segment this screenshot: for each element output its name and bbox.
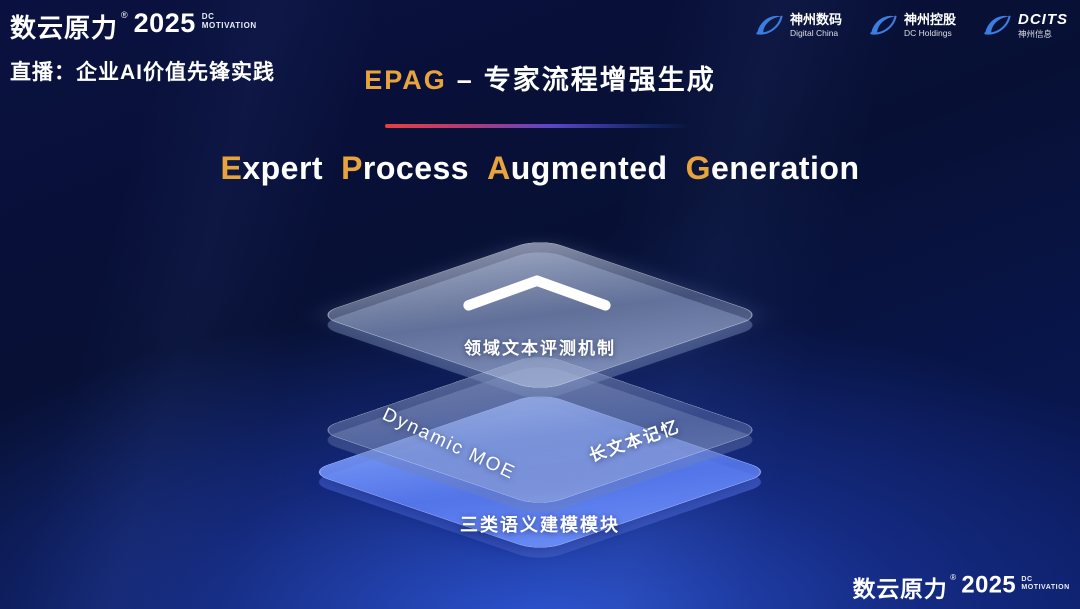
bottom-layer-label: 三类语义建模模块 — [460, 515, 620, 535]
partner-subtitle: Digital China — [789, 27, 839, 38]
page-title-zh: 专家流程增强生成 — [483, 65, 716, 95]
chevron-up-icon — [463, 275, 611, 311]
partner-subtitle: DC Holdings — [903, 27, 952, 38]
digital-china-swoosh-icon — [756, 15, 783, 35]
brand-name: 数云原力 — [852, 575, 948, 603]
partner-name: 神州控股 — [903, 12, 956, 28]
partner-name: 神州数码 — [789, 12, 842, 28]
brand-registered-mark: ® — [950, 573, 957, 582]
partner-dcits: DCITS 神州信息 — [982, 10, 1068, 40]
brand-registered-mark: ® — [121, 10, 128, 20]
headline-rest: eneration — [710, 150, 860, 186]
dc-holdings-swoosh-icon — [870, 15, 897, 35]
page-title-separator: – — [456, 65, 474, 95]
headline-word: Process — [341, 150, 469, 186]
title-underline-gradient — [385, 124, 690, 128]
partner-subtitle: 神州信息 — [1018, 28, 1053, 39]
headline-word: Expert — [220, 150, 323, 186]
headline-word: Generation — [686, 150, 860, 186]
brand-year: 2025 — [133, 8, 196, 38]
partner-text: 神州控股 DC Holdings — [904, 12, 956, 38]
partner-text: DCITS 神州信息 — [1018, 11, 1068, 39]
page-title-en: EPAG — [364, 65, 447, 95]
brand-subtitle-bottom: MOTIVATION — [201, 21, 257, 31]
headline-initial: A — [487, 150, 511, 186]
headline-initial: P — [341, 150, 363, 186]
brand-subtitle-top: DC — [1021, 574, 1033, 583]
layer-face — [315, 238, 765, 392]
page-title: EPAG–专家流程增强生成 — [364, 58, 716, 97]
headline-initial: E — [220, 150, 243, 186]
headline-rest: xpert — [242, 150, 324, 186]
partner-logos: 神州数码 Digital China 神州控股 DC Holdings DCIT… — [754, 10, 1068, 40]
partner-dc-holdings: 神州控股 DC Holdings — [868, 10, 956, 40]
brand-subtitle: DC MOTIVATION — [202, 12, 257, 30]
brand-subtitle: DC MOTIVATION — [1022, 575, 1070, 591]
headline-word: Augmented — [487, 150, 668, 186]
partner-text: 神州数码 Digital China — [790, 12, 842, 38]
dcits-swoosh-icon — [984, 15, 1011, 35]
brand-subtitle-bottom: MOTIVATION — [1021, 583, 1070, 591]
partner-digital-china: 神州数码 Digital China — [754, 10, 842, 40]
brand-year: 2025 — [961, 571, 1017, 598]
brand-name: 数云原力 — [10, 13, 119, 43]
headline-rest: rocess — [362, 150, 470, 186]
brand-subtitle-top: DC — [201, 12, 215, 21]
partner-name: DCITS — [1018, 10, 1068, 28]
headline-rest: ugmented — [510, 150, 668, 186]
brand-logo-bottom-right: 数云原力 ® 2025 DC MOTIVATION — [853, 571, 1070, 604]
top-layer-label: 领域文本评测机制 — [464, 339, 616, 358]
live-stream-label: 直播：企业AI价值先锋实践 — [10, 61, 275, 84]
headline-initial: G — [685, 150, 711, 186]
headline: Expert Process Augmented Generation — [0, 150, 1080, 187]
brand-logo-top-left: 数云原力 ® 2025 DC MOTIVATION — [10, 8, 257, 45]
